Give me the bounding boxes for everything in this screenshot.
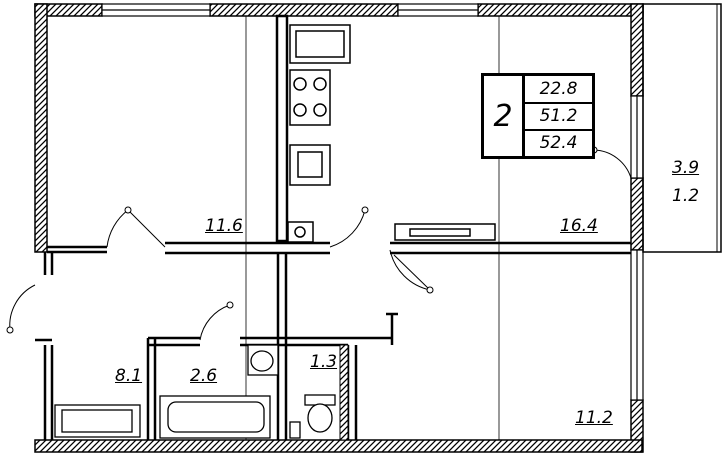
bathroom-area: 2.6: [190, 366, 218, 386]
total-area-with-balcony: 52.4: [539, 133, 578, 153]
apartment-summary: 2 22.8 51.2 52.4: [481, 73, 595, 159]
total-area: 51.2: [525, 103, 592, 131]
living-room-area: 16.4: [560, 216, 598, 236]
utility-shafts: [339, 344, 349, 441]
balcony-reduced-area: 1.2: [672, 186, 700, 206]
hall-area: 8.1: [115, 366, 143, 386]
balcony: [642, 3, 722, 253]
bedroom-area: 11.6: [205, 216, 243, 236]
kitchen-area: 11.2: [575, 408, 613, 428]
living-area: 22.8: [525, 76, 592, 104]
balcony-area: 3.9: [672, 158, 700, 178]
toilet-area: 1.3: [310, 352, 338, 372]
windows: [101, 3, 644, 401]
bathroom-fixtures: [54, 344, 336, 439]
room-count: 2: [484, 76, 525, 156]
kitchen-furniture: [287, 24, 496, 243]
door-swings: [9, 149, 632, 341]
